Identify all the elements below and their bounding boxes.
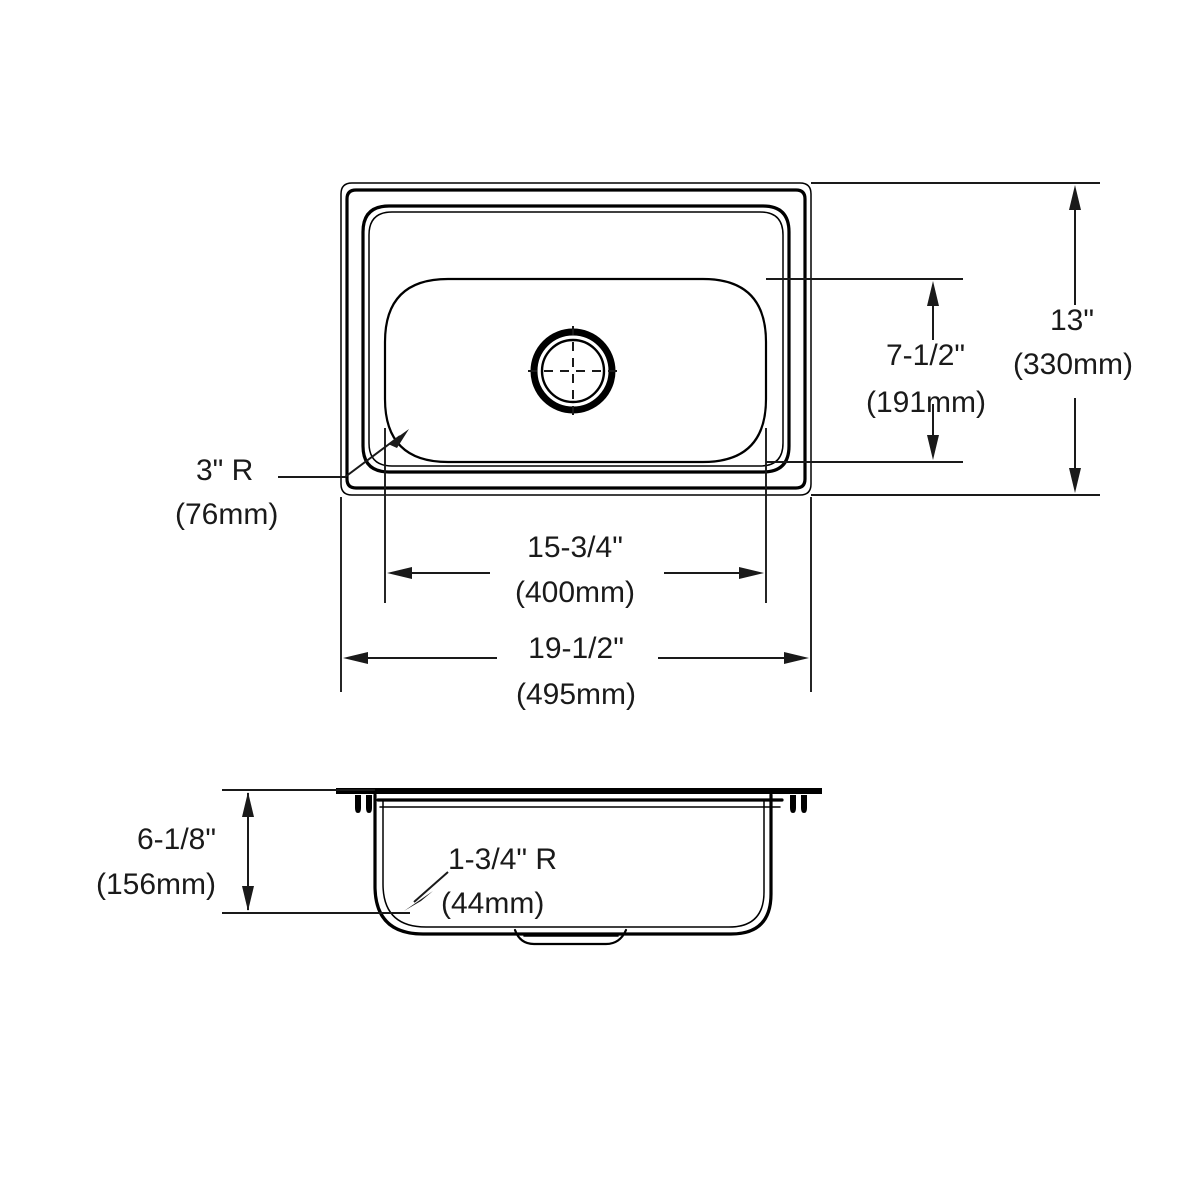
clip-left-prong-a — [355, 795, 361, 813]
corner-radius-callout: 3" R (76mm) — [175, 429, 409, 531]
corner-radius-metric-label: (76mm) — [175, 498, 278, 531]
rim-mounting-clip-left — [355, 795, 372, 813]
overall-depth-dimension: 13" (330mm) — [811, 182, 1133, 496]
corner-radius-arrowhead — [388, 429, 409, 448]
clip-left-prong-b — [366, 795, 372, 813]
bottom-radius-arrowhead — [404, 891, 433, 911]
overall-depth-arrow-bottom — [1069, 468, 1081, 493]
overall-width-metric-label: (495mm) — [516, 678, 636, 711]
drain-inner-circle — [540, 338, 606, 404]
overall-width-dimension: 19-1/2" (495mm) — [340, 497, 812, 711]
bowl-opening-inner — [368, 211, 784, 467]
bowl-height-arrow-top — [242, 792, 254, 817]
overall-width-imperial-label: 19-1/2" — [528, 632, 624, 665]
rim-top-plate — [336, 788, 822, 794]
corner-radius-imperial-label: 3" R — [196, 454, 253, 487]
overall-depth-imperial-label: 13" — [1050, 304, 1094, 337]
bowl-height-arrow-bottom — [242, 886, 254, 911]
bowl-section-outer-wall — [373, 793, 773, 936]
bowl-depth-arrow-bottom — [927, 435, 939, 460]
clip-right-prong-b — [801, 795, 807, 813]
section-view-group: 6-1/8" (156mm) 1-3/4" R (44mm) — [96, 788, 822, 946]
bowl-width-dimension: 15-3/4" (400mm) — [384, 428, 767, 609]
bowl-width-arrow-left — [387, 567, 412, 579]
overall-depth-arrow-top — [1069, 185, 1081, 210]
overall-width-arrow-right — [784, 652, 809, 664]
overall-width-arrow-left — [343, 652, 368, 664]
bottom-radius-callout: 1-3/4" R (44mm) — [404, 843, 557, 920]
rim-face-outline — [345, 188, 807, 490]
bowl-bottom-drain-boss — [513, 928, 628, 946]
bottom-radius-metric-label: (44mm) — [441, 887, 544, 920]
bowl-depth-imperial-label: 7-1/2" — [886, 339, 965, 372]
bowl-height-metric-label: (156mm) — [96, 868, 216, 901]
bowl-bottom-outline — [383, 277, 768, 464]
rim-outer-edge — [340, 182, 812, 496]
bowl-depth-dimension: 7-1/2" (191mm) — [766, 278, 986, 463]
bottom-radius-imperial-label: 1-3/4" R — [448, 843, 557, 876]
bowl-width-imperial-label: 15-3/4" — [527, 531, 623, 564]
clip-right-prong-a — [790, 795, 796, 813]
bowl-width-arrow-right — [739, 567, 764, 579]
bowl-section-inner-wall — [382, 799, 765, 928]
overall-depth-metric-label: (330mm) — [1013, 348, 1133, 381]
bowl-height-imperial-label: 6-1/8" — [137, 823, 216, 856]
top-view-group: 3" R (76mm) 7-1/2" (191mm) — [175, 182, 1133, 711]
bowl-depth-metric-label: (191mm) — [866, 386, 986, 419]
bottom-radius-leader — [413, 871, 449, 903]
rim-mounting-clip-right — [790, 795, 807, 813]
bowl-width-metric-label: (400mm) — [515, 576, 635, 609]
bowl-depth-arrow-top — [927, 281, 939, 306]
bowl-opening-outer — [361, 204, 791, 474]
bowl-height-dimension: 6-1/8" (156mm) — [96, 789, 410, 914]
corner-radius-leader — [278, 435, 401, 478]
